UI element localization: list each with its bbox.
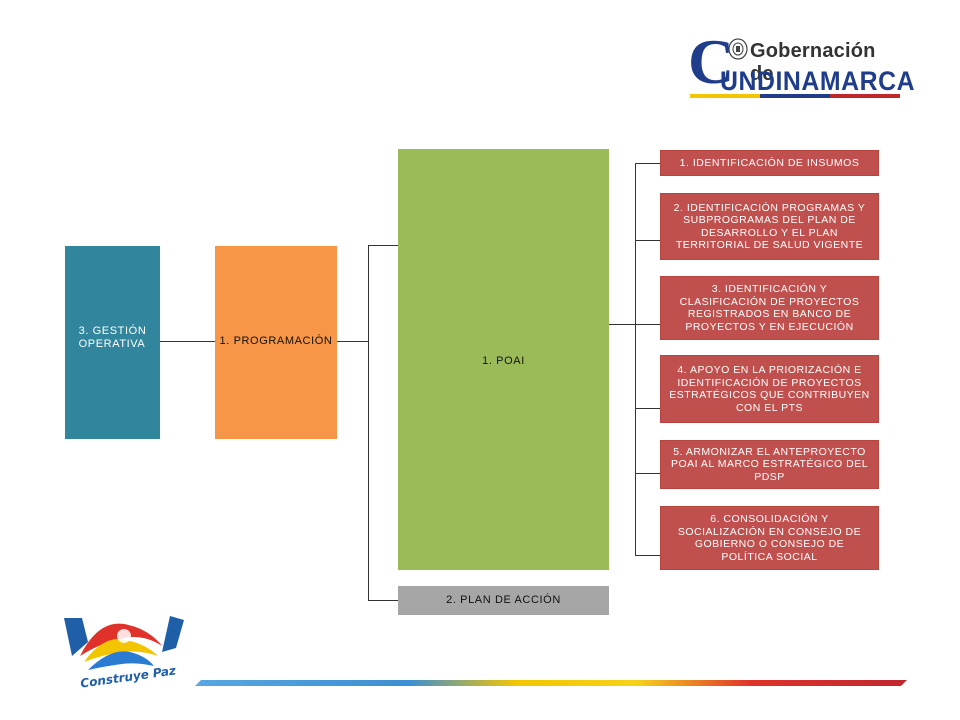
step-box-3: 3. IDENTIFICACIÓN Y CLASIFICACIÓN DE PRO… xyxy=(660,276,879,340)
logo-top-text: Gobernación de xyxy=(750,40,876,85)
bracket-plan-bottom xyxy=(368,600,398,601)
logo-bottom-text: UNDINAMARCA xyxy=(720,66,916,96)
bracket-step-3 xyxy=(635,324,660,325)
connector-gestion-programacion xyxy=(160,341,215,342)
bracket-step-1 xyxy=(635,163,660,164)
step-label-3: 3. IDENTIFICACIÓN Y CLASIFICACIÓN DE PRO… xyxy=(679,283,860,333)
step-box-2: 2. IDENTIFICACIÓN PROGRAMAS Y SUBPROGRAM… xyxy=(660,193,879,260)
bracket-poai-vertical xyxy=(368,245,369,601)
poai-box: 1. POAI xyxy=(398,149,609,570)
gobernacion-logo: C Gobernación de UNDINAMARCA xyxy=(688,30,915,102)
connector-poai-steps xyxy=(609,324,635,325)
footer-color-stripe xyxy=(195,680,907,686)
bracket-step-4 xyxy=(635,408,660,409)
plan-accion-label: 2. PLAN DE ACCIÓN xyxy=(446,594,561,606)
logo-color-stripes xyxy=(690,94,900,98)
bracket-steps-vertical xyxy=(635,163,636,556)
step-label-1: 1. IDENTIFICACIÓN DE INSUMOS xyxy=(679,156,860,169)
poai-label: 1. POAI xyxy=(482,355,525,367)
bracket-step-6 xyxy=(635,555,660,556)
step-label-6: 6. CONSOLIDACIÓN Y SOCIALIZACIÓN EN CONS… xyxy=(677,513,862,563)
bracket-step-5 xyxy=(635,473,660,474)
step-box-6: 6. CONSOLIDACIÓN Y SOCIALIZACIÓN EN CONS… xyxy=(660,506,879,570)
gestion-operativa-box: 3. GESTIÓN OPERATIVA xyxy=(65,246,160,439)
programacion-label: 1. PROGRAMACIÓN xyxy=(219,334,333,347)
step-label-5: 5. ARMONIZAR EL ANTEPROYECTO POAI AL MAR… xyxy=(670,445,869,483)
construye-paz-logo: Construye Paz xyxy=(58,612,190,698)
step-box-4: 4. APOYO EN LA PRIORIZACIÓN E IDENTIFICA… xyxy=(660,355,879,423)
step-box-1: 1. IDENTIFICACIÓN DE INSUMOS xyxy=(660,150,879,176)
bracket-poai-top xyxy=(368,245,398,246)
step-box-5: 5. ARMONIZAR EL ANTEPROYECTO POAI AL MAR… xyxy=(660,440,879,489)
connector-programacion-bracket xyxy=(337,341,368,342)
programacion-box: 1. PROGRAMACIÓN xyxy=(215,246,337,439)
bracket-step-2 xyxy=(635,240,660,241)
gestion-operativa-label: 3. GESTIÓN OPERATIVA xyxy=(78,324,147,350)
construye-paz-dove-icon xyxy=(64,616,184,670)
logo-letter-c: C xyxy=(688,26,735,97)
coat-of-arms-icon xyxy=(728,38,748,60)
step-label-4: 4. APOYO EN LA PRIORIZACIÓN E IDENTIFICA… xyxy=(669,364,870,414)
plan-accion-box: 2. PLAN DE ACCIÓN xyxy=(398,586,609,615)
step-label-2: 2. IDENTIFICACIÓN PROGRAMAS Y SUBPROGRAM… xyxy=(673,201,866,252)
